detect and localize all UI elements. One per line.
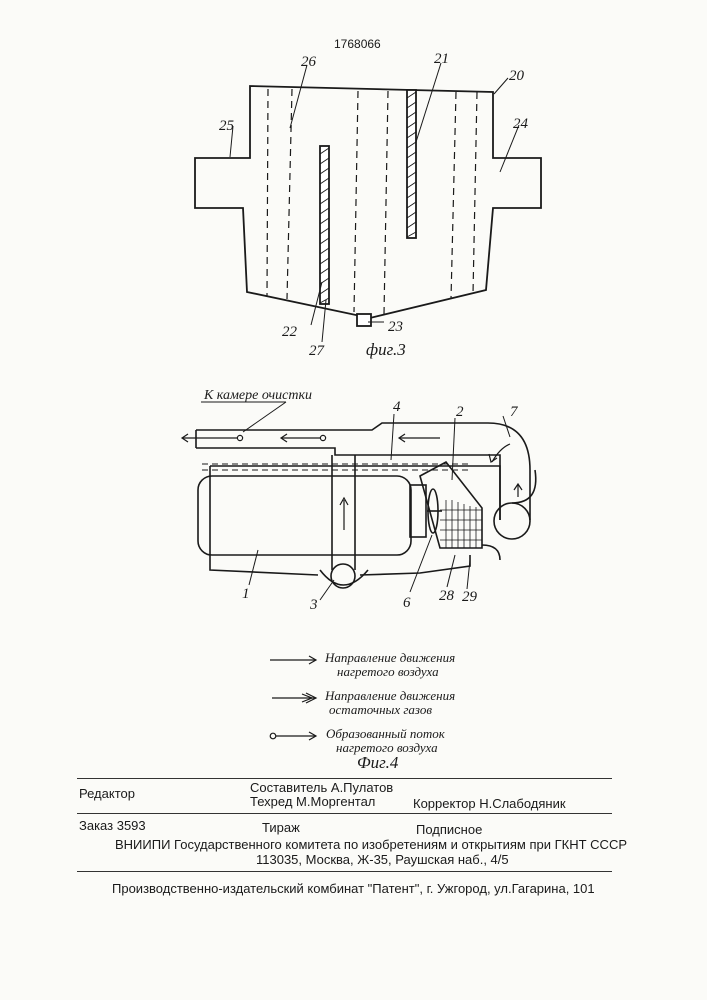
footer-corrector: Корректор Н.Слабодяник <box>413 796 566 811</box>
legend-item-3-line2: нагретого воздуха <box>336 741 438 755</box>
footer-subscription: Подписное <box>416 822 482 837</box>
fig3-label-26: 23 <box>388 319 403 335</box>
footer-techred: Техред М.Моргентал <box>250 794 375 809</box>
fig3-plate-22 <box>320 146 329 304</box>
footer-separator-top <box>77 778 612 779</box>
footer-order: Заказ 3593 <box>79 818 146 833</box>
fig3-dashed-line <box>384 91 388 314</box>
fig3-dashed-line <box>451 92 456 299</box>
fig3-label-25: 25 <box>219 118 235 134</box>
legend-item-3-line1: Образованный поток <box>326 727 445 741</box>
legend-item-1-line2: нагретого воздуха <box>337 665 439 679</box>
fig3-label-27: 27 <box>309 343 326 359</box>
fig4-motor <box>410 485 426 537</box>
fig3-label-21: 21 <box>434 51 449 67</box>
fig4-unit-1 <box>198 476 411 555</box>
fig3-dashed-line <box>473 92 477 294</box>
legend-item-2-line1: Направление движения <box>325 689 455 703</box>
legend-item-1-line1: Направление движения <box>325 651 455 665</box>
figure-3 <box>195 63 541 342</box>
fig3-label-24: 24 <box>513 116 529 132</box>
fig4-roller-7 <box>494 503 530 539</box>
fig4-label-29: 29 <box>462 589 478 605</box>
fig3-dashed-line <box>267 89 268 296</box>
fig4-label-2: 2 <box>456 404 464 420</box>
fig4-heater-2 <box>420 462 482 548</box>
fig3-drain-26 <box>357 314 371 326</box>
legend-item-2-line2: остаточных газов <box>329 703 432 717</box>
fig4-label-28: 28 <box>439 588 455 604</box>
fig4-label-6: 6 <box>403 595 411 611</box>
fig4-caption: Фиг.4 <box>357 753 399 772</box>
footer-circulation: Тираж <box>262 820 300 835</box>
fig3-dashed-line <box>354 91 358 312</box>
footer-editor: Редактор <box>79 786 135 801</box>
fig3-plate-21 <box>407 90 416 238</box>
footer-separator-bottom <box>77 871 612 872</box>
footer-address: 113035, Москва, Ж-35, Раушская наб., 4/5 <box>256 852 509 867</box>
fig4-label-1: 1 <box>242 586 250 602</box>
footer-publisher: Производственно-издательский комбинат "П… <box>112 881 595 896</box>
legend-dot-arrow-flow <box>270 733 276 739</box>
legend-symbols <box>270 656 316 740</box>
fig3-label-20: 20 <box>509 68 525 84</box>
fig3-label-23: 26 <box>301 54 317 70</box>
fig4-label-3: 3 <box>309 597 318 613</box>
fig3-housing-outline <box>195 86 541 318</box>
figure-4 <box>182 402 536 600</box>
fig3-label-22: 22 <box>282 324 298 340</box>
footer-compiler: Составитель А.Пулатов <box>250 780 393 795</box>
figure-3-labels: 26 21 20 25 24 22 27 23 фиг.3 <box>219 51 529 359</box>
fig3-caption: фиг.3 <box>366 340 406 359</box>
fig4-top-label: К камере очистки <box>203 388 312 403</box>
footer-separator-mid <box>77 813 612 814</box>
fig4-label-4: 4 <box>393 399 401 415</box>
fig4-label-7: 7 <box>510 404 519 420</box>
fig3-dashed-line <box>287 89 292 299</box>
footer-vniipi: ВНИИПИ Государственного комитета по изоб… <box>115 837 627 852</box>
